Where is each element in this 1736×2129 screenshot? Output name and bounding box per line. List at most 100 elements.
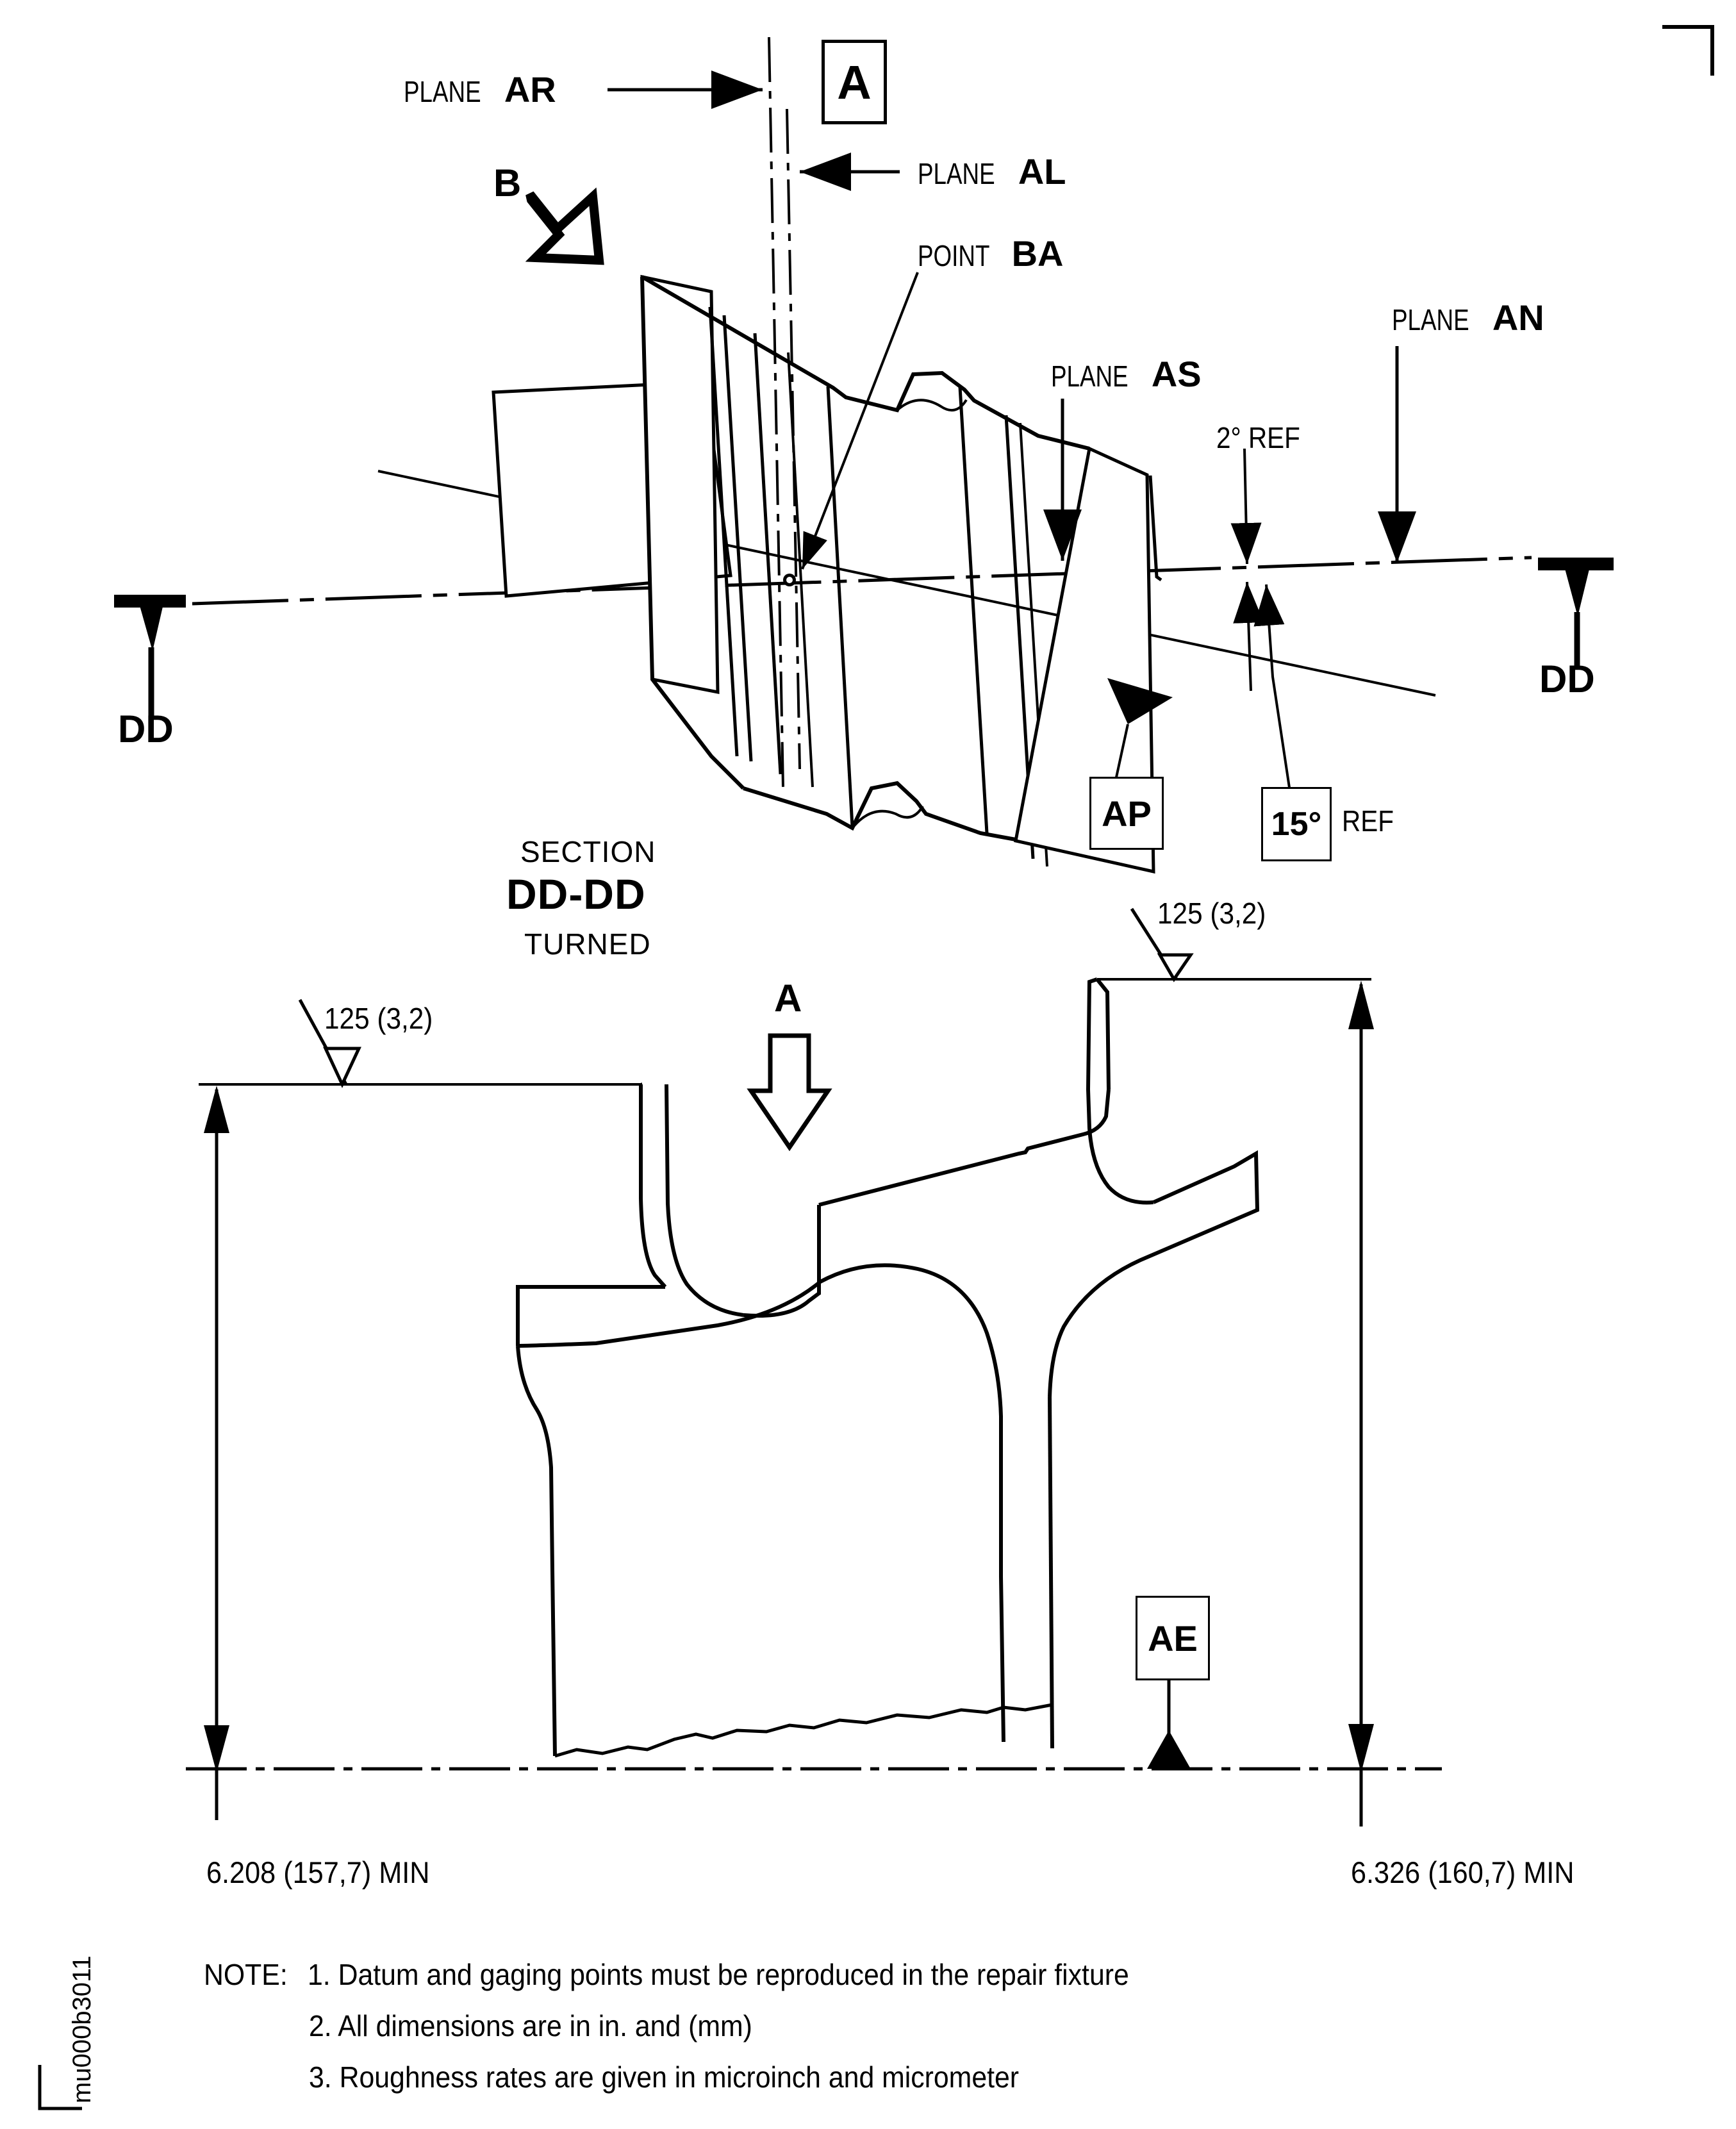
right-shelf-top xyxy=(1152,1150,1258,1204)
plane-al-tag: AL xyxy=(1018,151,1066,192)
point-ba-tag: BA xyxy=(1011,233,1064,274)
note-item-2: 2. All dimensions are in in. and (mm) xyxy=(309,2011,786,2041)
plane-an-tag: AN xyxy=(1492,297,1544,338)
right-rail-inner xyxy=(1095,978,1111,1090)
note-item-1-text: 1. Datum and gaging points must be repro… xyxy=(308,1958,1129,1991)
label-plane-an: PLANE AN xyxy=(1392,300,1544,336)
datum-a-box[interactable]: A xyxy=(822,40,887,124)
plane-al-trace xyxy=(786,108,801,770)
dimension-right-label: 6.326 (160,7) MIN xyxy=(1351,1857,1594,1887)
left-shelf-underside xyxy=(517,1280,822,1348)
dimension-left-text: 6.208 (157,7) MIN xyxy=(206,1855,430,1889)
neck-left-fillet xyxy=(743,1205,821,1318)
finish-left-label: 125 (3,2) xyxy=(324,1004,442,1033)
section-title-line2: DD-DD xyxy=(506,870,646,918)
note-item-2-text: 2. All dimensions are in in. and (mm) xyxy=(309,2009,752,2042)
section-dd-geometry xyxy=(186,907,1442,1827)
plane-as-prefix: PLANE xyxy=(1051,360,1128,393)
angle-2deg-label: 2° REF xyxy=(1216,423,1312,452)
finish-right-text: 125 (3,2) xyxy=(1157,897,1266,930)
finish-right-label: 125 (3,2) xyxy=(1157,899,1275,928)
web-panel-left xyxy=(640,274,720,695)
angle-15deg-text: 15° xyxy=(1271,806,1322,843)
axis-centerline xyxy=(192,556,1532,606)
root-left-wall xyxy=(516,1345,554,1571)
rib-5 xyxy=(826,386,854,827)
surface-finish-symbol-right xyxy=(1130,907,1194,982)
id-bracket-mark xyxy=(38,2065,82,2110)
angle-15deg-box: 15° xyxy=(1261,787,1332,861)
right-shelf-underside xyxy=(1048,1153,1260,1398)
crop-corner-mark xyxy=(1662,25,1714,76)
body-left-boundary xyxy=(640,276,745,790)
section-title-line3: TURNED xyxy=(524,927,651,961)
right-rail-outer xyxy=(1086,977,1154,1205)
dimension-left-label: 6.208 (157,7) MIN xyxy=(206,1857,449,1887)
angle-15deg-ref-text: REF xyxy=(1342,804,1394,838)
plane-as-tag: AS xyxy=(1151,354,1202,394)
note-item-3: 3. Roughness rates are given in microinc… xyxy=(309,2062,1072,2092)
plane-ar-prefix: PLANE xyxy=(404,75,481,108)
left-rail-inner xyxy=(665,1084,744,1317)
plane-an-prefix: PLANE xyxy=(1392,303,1469,336)
point-ba-leader xyxy=(801,272,919,570)
plane-al-prefix: PLANE xyxy=(918,157,995,190)
datum-ae-box[interactable]: AE xyxy=(1136,1596,1210,1680)
point-ba-prefix: POINT xyxy=(918,239,990,272)
airfoil-left-face xyxy=(819,1263,1003,1577)
note-item-3-text: 3. Roughness rates are given in microinc… xyxy=(309,2060,1020,2094)
section-title-line1: SECTION xyxy=(520,835,656,868)
rib-2 xyxy=(722,315,753,762)
datum-a-label: A xyxy=(837,55,872,109)
rib-1 xyxy=(708,306,739,757)
dimension-right xyxy=(1348,981,1374,1827)
section-dd-left-label: DD xyxy=(118,708,174,750)
view-arrow-a-section xyxy=(747,1033,832,1152)
rib-3 xyxy=(753,333,782,775)
airfoil-left-face-lower xyxy=(999,1576,1005,1743)
iso-blade-geometry xyxy=(114,37,1614,874)
label-plane-ar: PLANE AR xyxy=(404,72,556,108)
dimension-left xyxy=(204,1086,229,1820)
notes-label: NOTE: xyxy=(204,1960,294,1989)
left-shelf xyxy=(516,1285,665,1346)
notch-curve-top xyxy=(896,399,968,412)
label-point-ba: POINT BA xyxy=(918,236,1063,272)
section-marker-dd-left xyxy=(114,595,186,717)
root-left-face-lower xyxy=(550,1570,557,1757)
datum-ae-symbol xyxy=(1147,1675,1191,1769)
airfoil-right-face-lower xyxy=(1048,1396,1054,1749)
angle-15deg-ref-label: REF xyxy=(1342,806,1401,836)
plane-ar-tag: AR xyxy=(504,69,556,110)
break-line xyxy=(554,1703,1053,1758)
left-rail-outer xyxy=(639,1084,667,1288)
plane-ar-trace xyxy=(768,37,784,789)
notes-prefix: NOTE: xyxy=(204,1958,288,1991)
dimension-right-text: 6.326 (160,7) MIN xyxy=(1351,1855,1575,1889)
label-plane-as: PLANE AS xyxy=(1051,356,1202,392)
view-arrow-b xyxy=(525,187,604,265)
angle-15deg-leader xyxy=(1253,584,1296,822)
datum-ae-label: AE xyxy=(1148,1618,1198,1659)
view-arrow-b-label: B xyxy=(493,162,522,204)
datum-ap-leader xyxy=(1114,724,1129,784)
angle-2deg-arrow-lower xyxy=(1233,581,1264,692)
view-arrow-a-label: A xyxy=(774,977,802,1020)
body-lower-outline xyxy=(743,781,1016,841)
datum-ap-label: AP xyxy=(1102,793,1152,834)
datum-ap-box[interactable]: AP xyxy=(1089,777,1164,850)
platform-top-surface xyxy=(818,1089,1111,1207)
note-item-1: 1. Datum and gaging points must be repro… xyxy=(308,1960,1191,1989)
angle-2deg-text: 2° REF xyxy=(1216,421,1300,454)
rib-6 xyxy=(958,386,989,834)
drawing-id-stamp: mu000b3011 xyxy=(68,1955,96,2103)
notch-curve-bottom xyxy=(851,805,924,829)
label-plane-al: PLANE AL xyxy=(918,154,1066,190)
finish-left-text: 125 (3,2) xyxy=(324,1002,433,1035)
section-marker-dd-right xyxy=(1538,558,1614,668)
angle-2deg-arrow-upper xyxy=(1230,448,1262,565)
surface-finish-symbol-left xyxy=(298,998,361,1088)
datum-ap-triangle xyxy=(1107,678,1173,724)
